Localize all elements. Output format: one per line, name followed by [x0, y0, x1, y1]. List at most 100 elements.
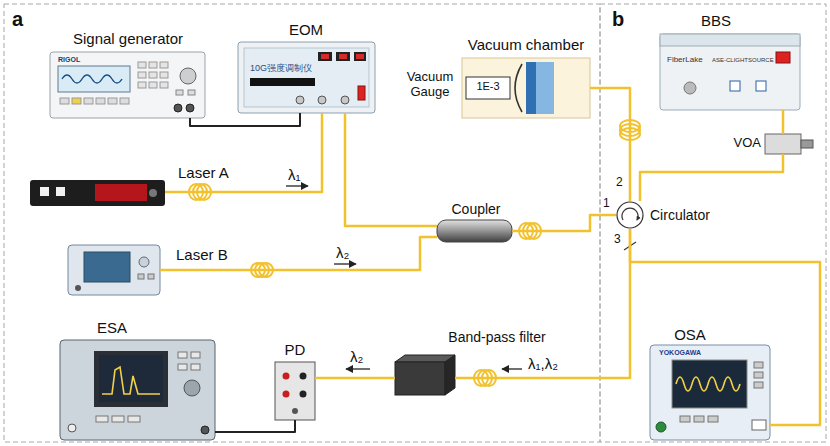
signal-generator-device [138, 72, 146, 78]
osa-device [676, 377, 740, 391]
direction-arrow [286, 185, 308, 186]
signal-generator-device [58, 66, 130, 92]
brand-text: YOKOGAWA [659, 349, 701, 357]
electrical-cable [190, 113, 300, 126]
esa-device [178, 352, 187, 358]
osa-device [680, 416, 690, 422]
band-pass-filter-device [395, 355, 455, 395]
eom-device [354, 52, 366, 61]
eom-device [341, 96, 349, 104]
vacuum-chamber-device [536, 62, 554, 114]
voa-device [765, 134, 801, 154]
esa-device [201, 426, 209, 434]
eom-device [318, 52, 332, 61]
eom-device [238, 42, 375, 113]
device-label: Vacuum chamber [468, 36, 584, 53]
bbs-device [730, 81, 740, 91]
laser-b-device [75, 285, 81, 291]
osa-device [752, 420, 766, 430]
panel-letter: b [612, 8, 624, 31]
photodetector: PD [275, 362, 315, 420]
pd-device [283, 391, 290, 398]
signal-generator-device [160, 72, 168, 78]
electro-optic-modulator: EOM10G强度调制仪 [238, 42, 375, 113]
port-number: 2 [616, 176, 623, 190]
direction-arrow [502, 368, 522, 369]
laser-a-device [30, 180, 165, 206]
wavelength-label: λ₁,λ₂ [528, 355, 558, 372]
signal-generator-device [174, 104, 182, 112]
device-label: PD [285, 341, 306, 358]
bbs-device [756, 81, 766, 91]
optical-fiber [630, 229, 820, 425]
port-number: 3 [614, 233, 621, 247]
esa-device [191, 352, 200, 358]
signal-generator: Signal generatorRIGOL [50, 52, 205, 118]
bbs-device [684, 82, 696, 94]
laser-a-device [40, 187, 49, 196]
circulator-symbol [617, 202, 643, 228]
electrical-spectrum-analyzer: ESA [60, 340, 215, 440]
esa-device [96, 416, 108, 422]
laser-b-device [84, 252, 130, 282]
gauge-reading: 1E-3 [476, 80, 499, 93]
device-label: EOM [289, 21, 323, 38]
vacuum-chamber-device [515, 64, 522, 112]
panel-border [600, 4, 826, 442]
device-label: VOA [734, 136, 761, 151]
signal-generator-device [50, 52, 205, 118]
bbs-device [660, 34, 800, 110]
signal-generator-device [120, 98, 129, 104]
signal-generator-device [160, 82, 168, 88]
osa-device [656, 422, 666, 432]
optical-fiber [590, 88, 630, 201]
osa-device [708, 416, 718, 422]
osa-device [650, 345, 770, 440]
eom-device [336, 52, 350, 61]
pd-device [275, 362, 315, 420]
eom-device [339, 54, 347, 59]
laser-a-device [30, 180, 165, 206]
laser-b-device [68, 245, 160, 295]
fiber-coil [189, 120, 640, 386]
optical-fiber [160, 237, 437, 270]
band-pass-filter-device [445, 355, 455, 395]
circulator-symbol [622, 208, 638, 220]
device-label: Signal generator [73, 30, 183, 47]
signal-generator-device [180, 68, 196, 84]
signal-generator-device [84, 98, 93, 104]
optical-fiber [455, 229, 630, 378]
vacuum-chamber-device [526, 62, 536, 114]
vacuum-chamber-device [462, 58, 590, 118]
osa-device [754, 382, 763, 388]
signal-generator-device [138, 82, 146, 88]
panel-border [4, 4, 826, 442]
optical-fiber [512, 215, 616, 231]
esa-device [128, 416, 140, 422]
esa-device [184, 380, 200, 396]
direction-arrow [334, 263, 356, 264]
osa-device [694, 416, 704, 422]
esa-device [178, 364, 187, 370]
optical-fiber [345, 113, 437, 226]
esa-device [112, 416, 124, 422]
optical-circulator: Circulator [616, 201, 644, 229]
laser-a-device [149, 189, 157, 197]
electrical-cable [215, 420, 295, 432]
fiber-coupler: Coupler [437, 220, 512, 242]
vacuum-chamber-device [466, 77, 510, 99]
coupler-device [437, 220, 512, 242]
osa-device [672, 360, 747, 408]
laser-b-device [139, 257, 149, 267]
broadband-source: BBSFiberLakeASE-CLIGHTSOURCE [660, 34, 800, 110]
wavelength-label: λ₂ [336, 244, 349, 261]
bbs-device [776, 52, 790, 63]
signal-generator-device [186, 104, 194, 112]
device-label: OSA [674, 326, 706, 343]
device-label: BBS [701, 12, 731, 29]
signal-generator-device [160, 62, 168, 68]
eom-device [238, 42, 375, 113]
signal-generator-device [188, 90, 195, 95]
pd-device [283, 373, 290, 380]
pd-device [275, 362, 315, 420]
